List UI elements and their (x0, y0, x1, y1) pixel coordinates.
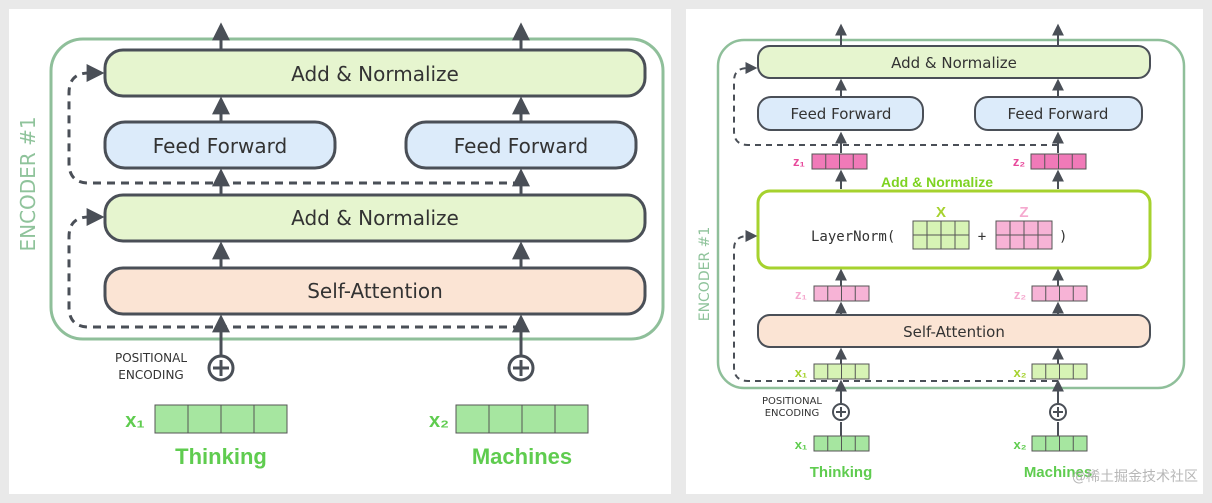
plus-icon (507, 354, 535, 382)
encoder-outline (716, 38, 1186, 390)
z1-mid-vector (813, 285, 870, 302)
plus-icon (1049, 403, 1067, 421)
plus-icon (832, 403, 850, 421)
z1-mid-label: z₁ (795, 287, 807, 302)
residual-connection-bottom (733, 230, 1058, 382)
x-matrix (912, 220, 970, 250)
x1-bottom-vector (813, 435, 870, 452)
layernorm-suffix: ) (1059, 229, 1067, 245)
x-header: X (936, 204, 946, 221)
feed-forward-right-label: Feed Forward (454, 134, 589, 158)
right-encoder-diagram: ENCODER #1 Add & Normalize Feed Forward … (697, 23, 1198, 485)
positional-encoding-label-1: POSITIONAL (762, 396, 822, 407)
encoder-outline (49, 37, 665, 341)
bottom-add-normalize-box (103, 193, 647, 243)
top-add-normalize-label: Add & Normalize (291, 62, 459, 86)
right-encoder-panel: ENCODER #1 Add & Normalize Feed Forward … (686, 9, 1203, 494)
z2-top-label: z₂ (1013, 154, 1026, 169)
word-thinking: Thinking (175, 444, 267, 469)
z1-top-label: z₁ (793, 154, 805, 169)
feed-forward-left-label: Feed Forward (791, 105, 892, 123)
word-machines: Machines (472, 444, 572, 469)
plus-icon (207, 354, 235, 382)
self-attention-box (757, 314, 1151, 348)
bottom-add-normalize-label: Add & Normalize (291, 206, 459, 230)
feed-forward-left-box (103, 120, 337, 170)
x2-mid-label: x₂ (1013, 365, 1026, 380)
x1-vector (154, 404, 288, 434)
feed-forward-right-label: Feed Forward (1008, 105, 1109, 123)
x1-bottom-label: x₁ (795, 437, 808, 452)
top-add-normalize-label: Add & Normalize (891, 54, 1017, 72)
encoder-label: ENCODER #1 (697, 227, 713, 322)
x2-bottom-vector (1031, 435, 1088, 452)
z-header: Z (1019, 204, 1028, 221)
z2-mid-vector (1031, 285, 1088, 302)
x1-mid-vector (813, 363, 870, 380)
feed-forward-left-box (757, 96, 924, 131)
z2-mid-label: z₂ (1014, 287, 1027, 302)
self-attention-label: Self-Attention (307, 279, 443, 303)
left-encoder-diagram: ENCODER #1 Add & Normalize Feed Forward … (16, 22, 665, 469)
residual-connection-bottom (67, 208, 521, 329)
x2-bottom-label: x₂ (1013, 437, 1026, 452)
residual-connection-top (67, 64, 521, 185)
feed-forward-right-box (974, 96, 1143, 131)
x1-label: x₁ (125, 410, 144, 432)
positional-encoding-label-1: POSITIONAL (115, 351, 187, 365)
self-attention-label: Self-Attention (903, 323, 1005, 341)
add-normalize-title: Add & Normalize (881, 174, 993, 190)
layernorm-plus: + (978, 229, 986, 245)
encoder-label: ENCODER #1 (16, 116, 40, 251)
positional-encoding-label-2: ENCODING (118, 368, 183, 382)
word-thinking: Thinking (810, 464, 873, 481)
positional-encoding-label-2: ENCODING (765, 408, 820, 419)
x2-vector (455, 404, 589, 434)
top-add-normalize-box (757, 45, 1151, 79)
z2-top-vector (1030, 153, 1087, 170)
x1-mid-label: x₁ (795, 365, 808, 380)
left-encoder-panel: ENCODER #1 Add & Normalize Feed Forward … (9, 9, 671, 494)
z1-top-vector (811, 153, 868, 170)
residual-connection-top (733, 62, 1058, 146)
watermark: @稀土掘金技术社区 (1072, 469, 1198, 485)
feed-forward-right-box (404, 120, 638, 170)
top-add-normalize-box (103, 48, 647, 98)
layernorm-prefix: LayerNorm( (811, 229, 895, 245)
self-attention-box (103, 266, 647, 316)
word-machines: Machines (1024, 464, 1092, 481)
x2-label: x₂ (429, 410, 449, 432)
x2-mid-vector (1031, 363, 1088, 380)
feed-forward-left-label: Feed Forward (153, 134, 288, 158)
z-matrix (995, 220, 1053, 250)
